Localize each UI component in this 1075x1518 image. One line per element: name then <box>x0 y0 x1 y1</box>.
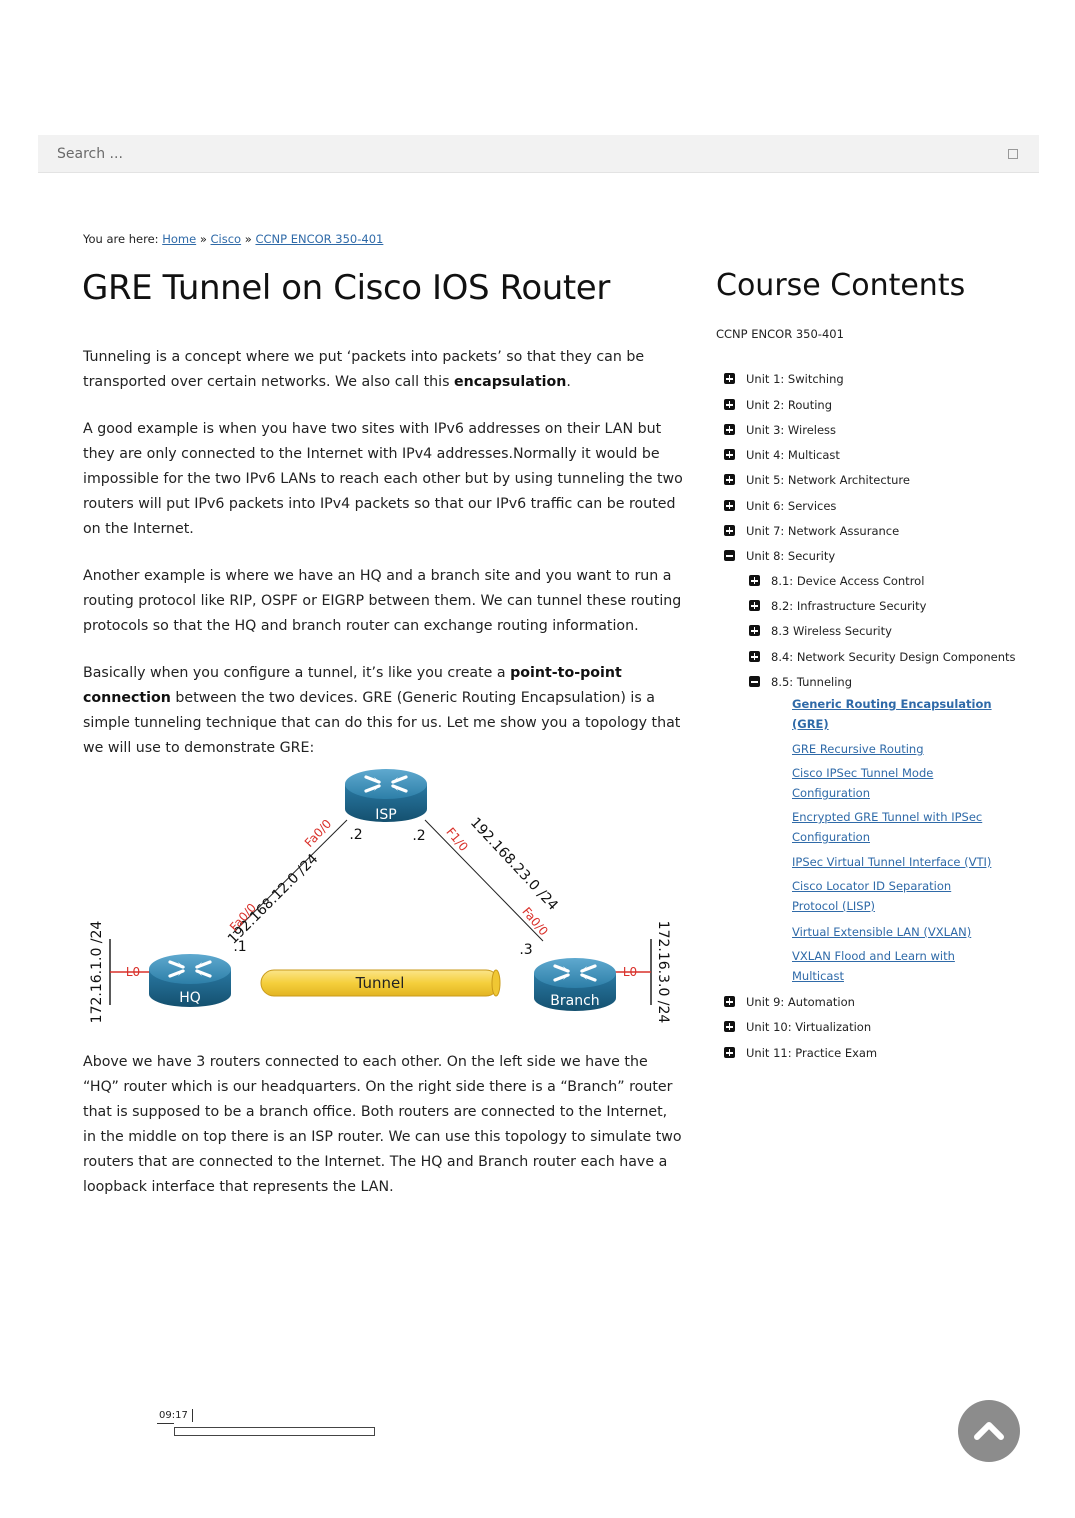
chevron-up-icon <box>974 1422 1004 1440</box>
expand-icon[interactable] <box>749 575 760 586</box>
toc-unit-label: Unit 3: Wireless <box>746 423 837 437</box>
toc-unit-label: Unit 4: Multicast <box>746 448 840 462</box>
toc-section-label: 8.1: Device Access Control <box>771 574 925 588</box>
toc-section-label: 8.3 Wireless Security <box>771 624 892 638</box>
player-time: 09:17 <box>159 1410 188 1421</box>
router-hq-label: HQ <box>179 990 201 1006</box>
address-branch: .3 <box>519 942 532 958</box>
player-divider <box>192 1409 193 1422</box>
tunnel-label: Tunnel <box>355 974 405 992</box>
expand-icon[interactable] <box>724 449 735 460</box>
paragraph-text: . <box>566 374 571 390</box>
expand-icon[interactable] <box>724 1021 735 1032</box>
toc-unit-label: Unit 1: Switching <box>746 372 844 386</box>
scroll-to-top-button[interactable] <box>958 1400 1020 1462</box>
expand-icon[interactable] <box>724 500 735 511</box>
expand-icon[interactable] <box>749 651 760 662</box>
toc-section-label: 8.5: Tunneling <box>771 675 853 689</box>
search-bar <box>38 135 1039 173</box>
breadcrumb-cisco[interactable]: Cisco <box>210 232 242 246</box>
article-body: Tunneling is a concept where we put ‘pac… <box>83 345 683 783</box>
search-icon[interactable] <box>1008 149 1018 159</box>
paragraph-point-to-point: Basically when you configure a tunnel, i… <box>83 661 683 761</box>
expand-icon[interactable] <box>724 474 735 485</box>
breadcrumb: You are here: Home » Cisco » CCNP ENCOR … <box>83 232 383 246</box>
toc-section-label: 8.4: Network Security Design Components <box>771 650 1016 664</box>
page-title: GRE Tunnel on Cisco IOS Router <box>82 268 610 308</box>
toc-lesson-gre-recursive[interactable]: GRE Recursive Routing <box>792 742 924 756</box>
expand-icon[interactable] <box>724 424 735 435</box>
search-input[interactable] <box>38 135 997 173</box>
paragraph-routing-example: Another example is where we have an HQ a… <box>83 568 682 634</box>
toc-lesson-vti[interactable]: IPSec Virtual Tunnel Interface (VTI) <box>792 855 992 869</box>
network-label-hq-lan: 172.16.1.0 /24 <box>89 921 105 1024</box>
bold-term: encapsulation <box>453 374 567 390</box>
tunnel-tube <box>260 969 501 997</box>
link-hq-isp <box>232 819 348 934</box>
toc-section-label: 8.2: Infrastructure Security <box>771 599 927 613</box>
interface-label-branch-loopback: L0 <box>623 965 637 979</box>
toc-unit-label: Unit 11: Practice Exam <box>746 1046 878 1060</box>
toc-lesson-encrypted-gre[interactable]: Encrypted GRE Tunnel with IPSec Configur… <box>792 810 983 844</box>
expand-icon[interactable] <box>749 625 760 636</box>
toc-lesson-ipsec-tunnel[interactable]: Cisco IPSec Tunnel Mode Configuration <box>792 766 934 800</box>
media-player: 09:17 <box>157 1408 379 1440</box>
toc-unit-label: Unit 5: Network Architecture <box>746 473 910 487</box>
link-isp-branch <box>424 819 544 942</box>
bold-term: point-to-point connection <box>83 665 622 706</box>
paragraph-ipv6-example: A good example is when you have two site… <box>83 421 683 537</box>
toc-lesson-gre[interactable]: Generic Routing Encapsulation (GRE) <box>792 697 992 731</box>
router-branch-label: Branch <box>550 993 599 1009</box>
expand-icon[interactable] <box>724 1047 735 1058</box>
expand-icon[interactable] <box>749 600 760 611</box>
paragraph-text: Tunneling is a concept where we put ‘pac… <box>83 349 645 390</box>
breadcrumb-course[interactable]: CCNP ENCOR 350-401 <box>255 232 384 246</box>
address-isp-left: .2 <box>349 827 362 843</box>
sidebar-title: Course Contents <box>716 268 966 303</box>
toc-unit-label: Unit 9: Automation <box>746 995 855 1009</box>
toc-unit-label: Unit 10: Virtualization <box>746 1020 872 1034</box>
router-isp-label: ISP <box>375 807 396 823</box>
toc-unit-label: Unit 6: Services <box>746 499 837 513</box>
network-label-branch-lan: 172.16.3.0 /24 <box>655 921 671 1024</box>
address-isp-right: .2 <box>412 828 425 844</box>
paragraph-text: between the two devices. GRE (Generic Ro… <box>83 690 681 756</box>
player-divider <box>157 1423 174 1424</box>
interface-label-hq-loopback: L0 <box>126 965 140 979</box>
toc-unit-label: Unit 8: Security <box>746 549 836 563</box>
paragraph-topology-description: Above we have 3 routers connected to eac… <box>83 1054 682 1195</box>
breadcrumb-home[interactable]: Home <box>162 232 197 246</box>
collapse-icon[interactable] <box>724 550 735 561</box>
topology-diagram: Tunnel ISP HQ Branch 192.168.12.0 /24 19… <box>89 767 671 1024</box>
paragraph-intro: Tunneling is a concept where we put ‘pac… <box>83 345 683 395</box>
paragraph-text: Basically when you configure a tunnel, i… <box>83 665 511 681</box>
expand-icon[interactable] <box>724 373 735 384</box>
expand-icon[interactable] <box>724 525 735 536</box>
expand-icon[interactable] <box>724 996 735 1007</box>
breadcrumb-prefix: You are here: <box>83 232 159 246</box>
toc-unit-label: Unit 7: Network Assurance <box>746 524 900 538</box>
sidebar-course-name: CCNP ENCOR 350-401 <box>716 327 844 341</box>
toc-lesson-lisp[interactable]: Cisco Locator ID Separation Protocol (LI… <box>792 879 952 913</box>
expand-icon[interactable] <box>724 399 735 410</box>
breadcrumb-separator: » <box>199 232 207 246</box>
article-body-continued: Above we have 3 routers connected to eac… <box>83 1050 683 1200</box>
toc-unit-label: Unit 2: Routing <box>746 398 833 412</box>
breadcrumb-separator: » <box>244 232 252 246</box>
collapse-icon[interactable] <box>749 676 760 687</box>
network-label-right: 192.168.23.0 /24 <box>467 815 561 914</box>
toc-lesson-vxlan[interactable]: Virtual Extensible LAN (VXLAN) <box>792 925 972 939</box>
network-label-left: 192.168.12.0 /24 <box>225 851 322 948</box>
player-progress-bar[interactable] <box>174 1427 375 1436</box>
address-hq: .1 <box>233 939 246 955</box>
toc-lesson-vxlan-flood[interactable]: VXLAN Flood and Learn with Multicast <box>792 949 955 983</box>
interface-label-isp-right: F1/0 <box>443 825 471 854</box>
interface-label-isp-left: Fa0/0 <box>302 817 334 850</box>
